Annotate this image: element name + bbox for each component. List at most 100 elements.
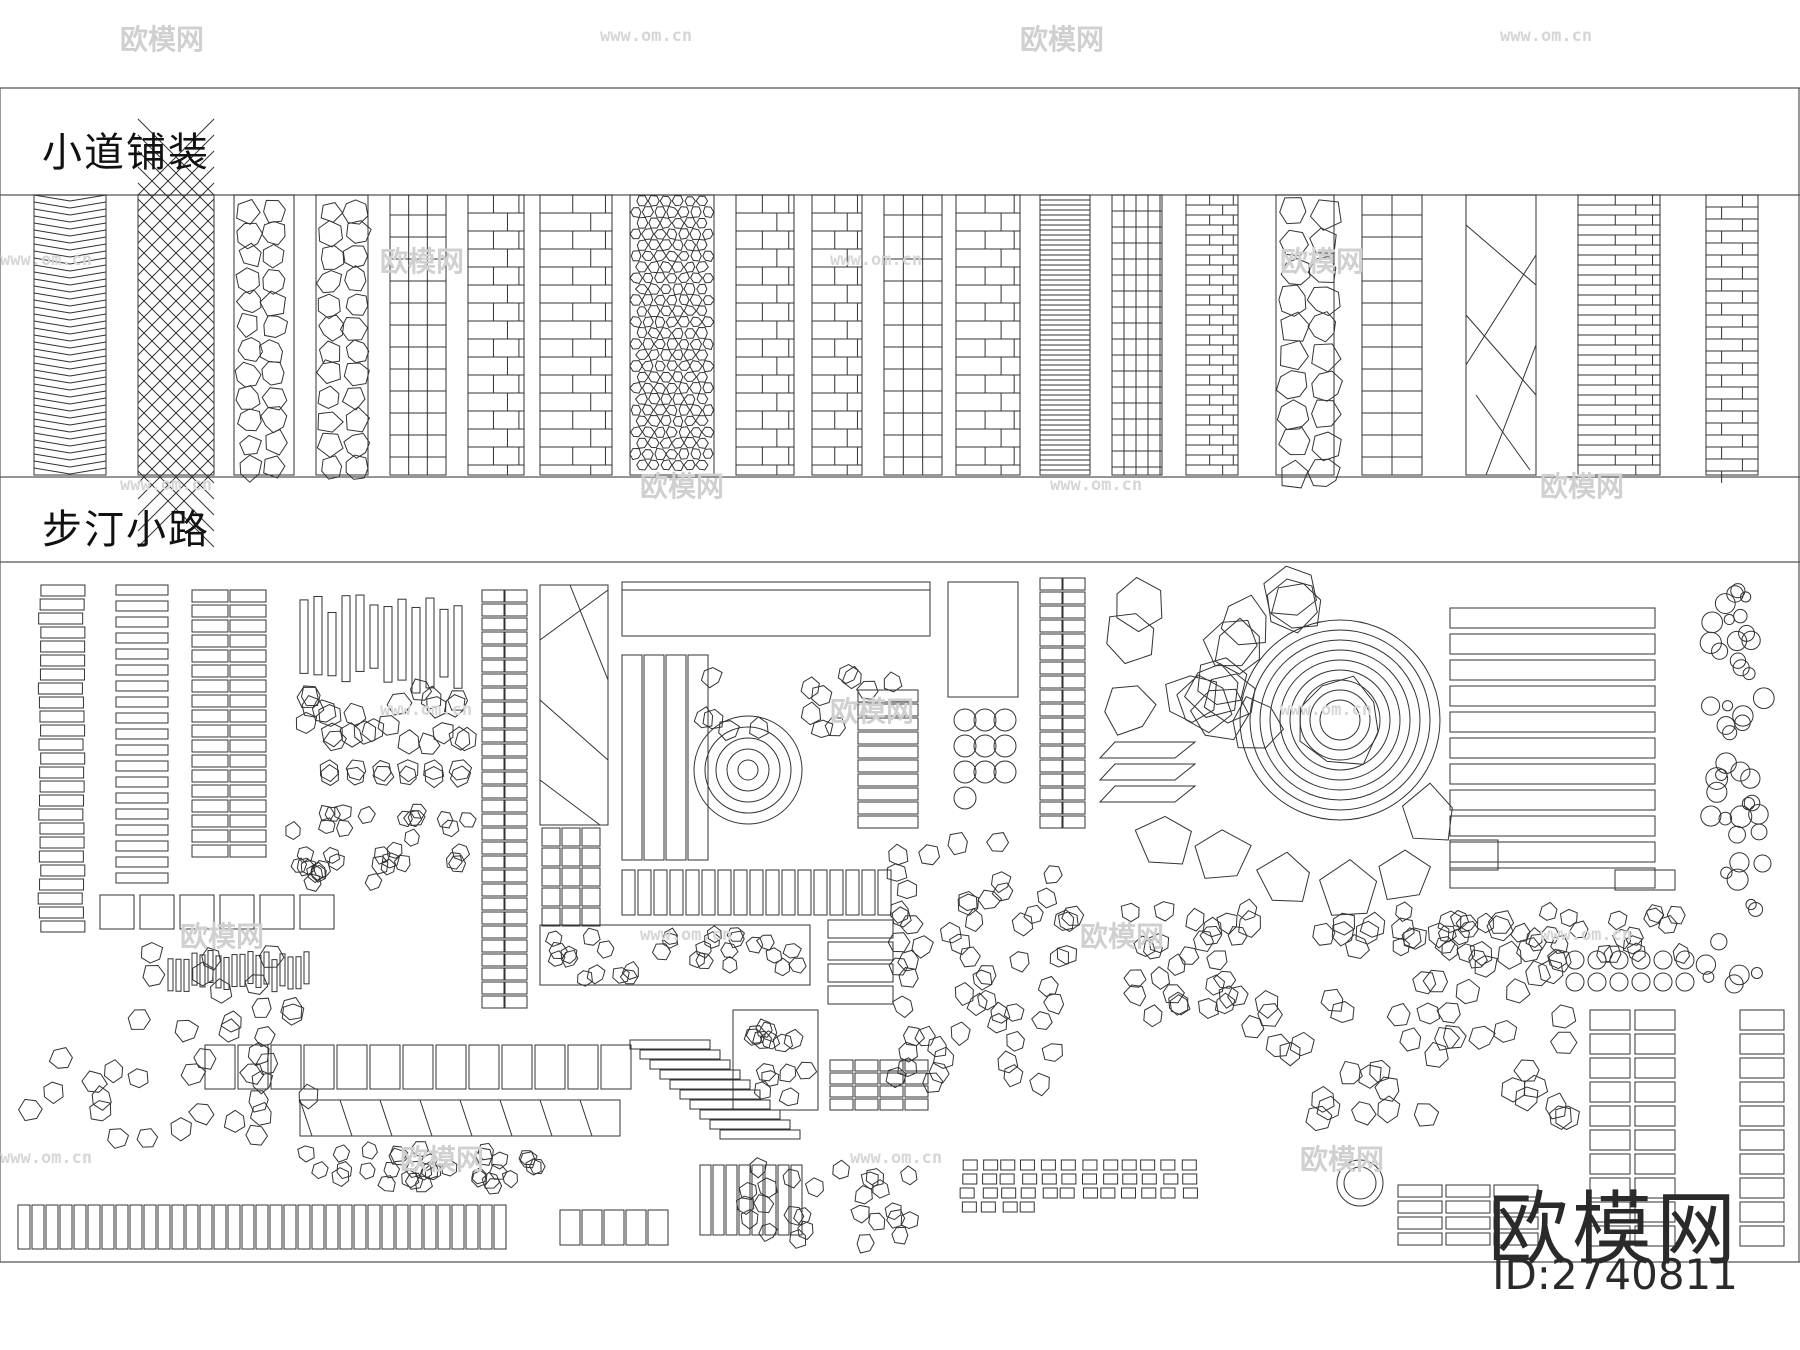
stone: [318, 817, 336, 835]
stone: [1538, 901, 1558, 921]
joint-line: [33, 453, 71, 461]
paver: [1397, 1216, 1443, 1230]
brick-pillar: [481, 589, 528, 1009]
paver: [139, 894, 175, 930]
paver: [39, 668, 85, 681]
square-tiles: [827, 919, 894, 1005]
paver: [270, 1044, 302, 1090]
round-stone: [1711, 642, 1729, 660]
medallion-inner: [1343, 1166, 1377, 1200]
paver: [1022, 1173, 1038, 1185]
paver: [669, 1079, 751, 1090]
stone: [900, 1165, 918, 1186]
stone: [1339, 1060, 1363, 1085]
paver: [653, 869, 668, 916]
hex-paver: [659, 195, 672, 207]
hex-paver: [689, 382, 702, 394]
paver: [600, 1044, 632, 1090]
stone: [752, 1030, 773, 1049]
joint-line: [69, 383, 107, 391]
joint-line: [33, 208, 71, 216]
kidney-pebble: [1120, 898, 1258, 1028]
flagstone: [1279, 340, 1309, 371]
joint-line: [137, 182, 215, 260]
paver: [1039, 675, 1063, 689]
paver: [229, 754, 267, 768]
stone: [386, 692, 413, 716]
paver: [1634, 1153, 1676, 1175]
paving-strip-stack-brick: [735, 194, 795, 476]
flagstone: [1307, 458, 1341, 488]
paver: [39, 822, 85, 835]
stone: [432, 722, 454, 745]
paver: [191, 739, 229, 753]
stone: [107, 1128, 130, 1149]
stone: [193, 1048, 217, 1070]
hex-paver: [658, 239, 673, 252]
stone: [1148, 933, 1170, 954]
paver: [1062, 675, 1086, 689]
round-stone: [953, 786, 977, 810]
slabs-bottom-right: [1589, 1009, 1785, 1247]
joint-line: [69, 236, 107, 244]
paver: [1039, 661, 1063, 675]
ring: [1309, 689, 1371, 751]
paver: [229, 634, 267, 648]
paver: [1449, 763, 1656, 785]
stone: [1422, 969, 1449, 993]
hex-paver: [647, 327, 661, 339]
stone: [1312, 922, 1336, 946]
paver: [115, 616, 169, 628]
paver: [504, 841, 528, 855]
paver: [504, 701, 528, 715]
round-stone: [973, 734, 997, 758]
paver: [327, 612, 337, 677]
joint-line: [1475, 394, 1531, 471]
paver: [751, 1164, 764, 1236]
stone: [1227, 985, 1249, 1007]
strip-border: [811, 194, 863, 476]
paver: [191, 604, 229, 618]
paver: [1062, 689, 1086, 703]
pentagon-paver: [1401, 782, 1453, 841]
paving-strip-basketweave: [955, 194, 1021, 476]
paver: [40, 584, 86, 597]
crazy-block-2: [732, 1009, 819, 1111]
paver: [1589, 1153, 1631, 1175]
paver: [1062, 661, 1086, 675]
flagstone: [1309, 227, 1337, 254]
paver: [719, 1129, 801, 1140]
pentagon-paver: [1134, 815, 1192, 865]
paver: [1449, 633, 1656, 655]
paver: [40, 654, 86, 667]
paver: [191, 589, 229, 603]
round-stone: [1695, 954, 1717, 975]
joint-line: [137, 150, 215, 228]
footer-brand-logo: 欧模网: [1488, 1183, 1740, 1276]
hex-paver: [654, 206, 667, 218]
paver: [621, 869, 636, 916]
paver: [191, 829, 229, 843]
stone: [1359, 911, 1386, 938]
stone: [1549, 1105, 1572, 1130]
slab: [1098, 741, 1197, 759]
paver: [191, 952, 198, 986]
stone: [1043, 865, 1063, 884]
paver: [1449, 841, 1656, 863]
stone: [702, 708, 724, 730]
paver: [1082, 1187, 1098, 1199]
paver: [73, 1204, 87, 1250]
stone: [371, 855, 389, 875]
hex-paver: [683, 304, 697, 316]
stone: [850, 1204, 870, 1224]
hex-paver: [659, 436, 673, 449]
stone: [1006, 1030, 1025, 1052]
stone: [1623, 926, 1644, 946]
strip-border: [735, 194, 795, 476]
hex-paver: [654, 315, 666, 329]
stone: [451, 843, 471, 862]
watermark-url: www.om.cn: [1500, 26, 1593, 46]
hex-paver: [635, 348, 650, 360]
paver: [1062, 731, 1086, 745]
paver: [877, 869, 892, 916]
